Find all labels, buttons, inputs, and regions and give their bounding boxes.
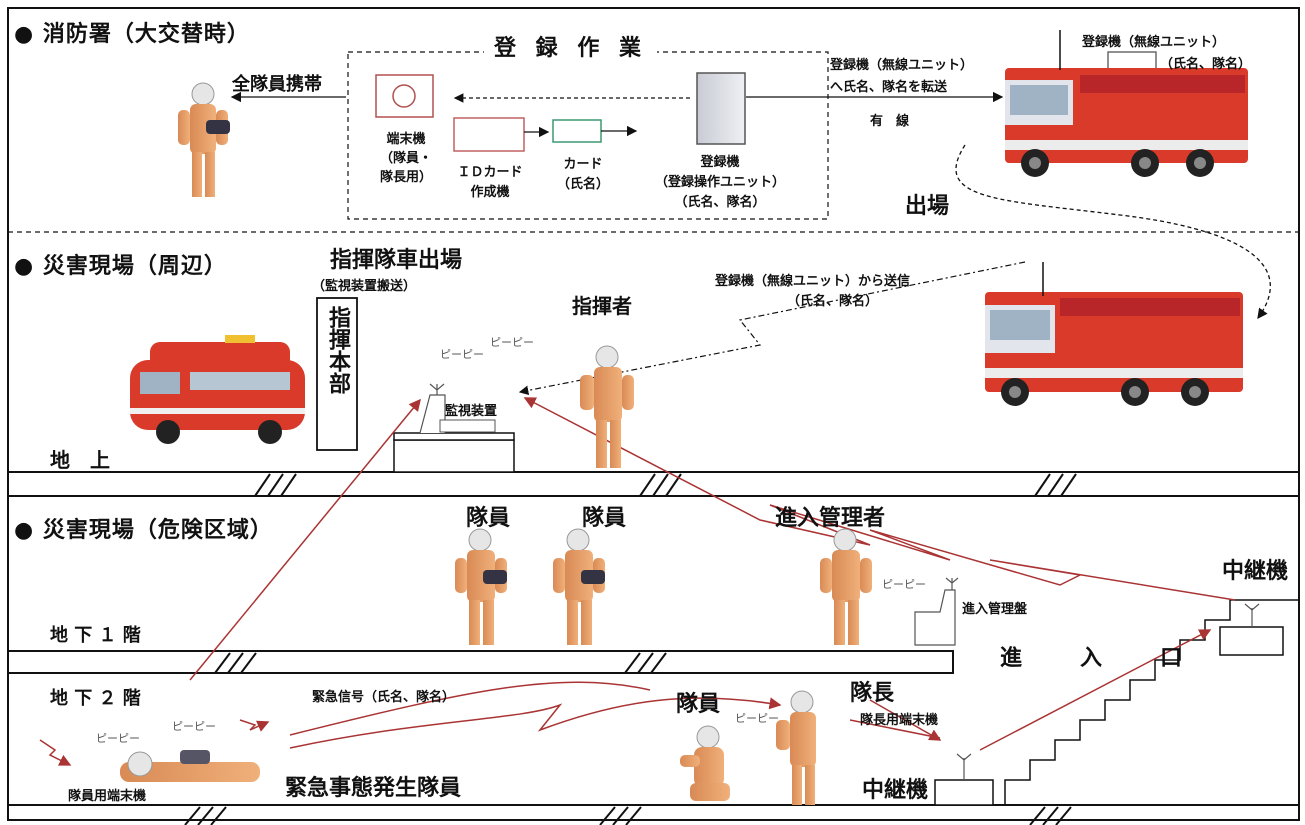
firefighter-member-1 (455, 528, 507, 645)
section-surface: ● 災害現場（周辺） (14, 254, 227, 279)
transfer-label-line1: 登録機（無線ユニット） (830, 58, 974, 73)
id-card (552, 119, 602, 143)
card-label-line1: カード (563, 157, 603, 172)
beep-label-leader: ピーピー (735, 712, 779, 725)
beep-label-down-1: ピーピー (96, 732, 140, 745)
command-hq-label: 指揮本部 (325, 306, 350, 394)
section-fire-station: ● 消防署（大交替時） (14, 22, 250, 47)
wired-label: 有 線 (870, 114, 910, 129)
id-maker-label-line2: 作成機 (470, 185, 510, 200)
truck-unit-label: 登録機（無線ユニット） （氏名、隊名） (1082, 32, 1251, 76)
reg-unit-label-line2: （登録操作ユニット） (654, 175, 785, 190)
card-label: カード （氏名） (548, 155, 618, 195)
firefighter-leader (776, 690, 816, 805)
firefighter-commander (580, 345, 634, 468)
registration-box (347, 51, 829, 220)
entry-control-board (914, 577, 959, 646)
ground-hatch (254, 473, 1077, 497)
dispatch-label: 出場 (905, 194, 950, 219)
member-label-2: 隊員 (582, 506, 627, 531)
ground-slab (7, 471, 1300, 497)
relay-top-label: 中継機 (1222, 559, 1289, 584)
firefighter-member-2 (553, 528, 605, 645)
registration-operation-unit (696, 72, 746, 145)
relay-top-device (1219, 603, 1284, 656)
firefighter-down (120, 750, 260, 782)
leader-label: 隊長 (850, 681, 895, 706)
fire-truck-site (985, 262, 1243, 406)
terminal-device (375, 74, 434, 118)
reg-unit-label-line3: （氏名、隊名） (674, 195, 766, 210)
emergency-signal-label: 緊急信号（氏名、隊名） (312, 690, 456, 705)
relay-bottom-device (934, 753, 994, 806)
send-label-line1: 登録機（無線ユニット）から送信 (715, 274, 911, 289)
firefighter-crouching (680, 725, 730, 801)
send-label-line2: （氏名、隊名） (787, 294, 879, 309)
transfer-label: 登録機（無線ユニット） へ氏名、隊名を転送 (830, 55, 973, 99)
truck-to-monitor-signal (518, 261, 1026, 396)
b2-hatch (184, 806, 1072, 825)
staircase (1004, 599, 1299, 805)
id-maker-label-line1: ＩＤカード (457, 165, 523, 180)
section-danger: ● 災害現場（危険区域） (14, 518, 273, 543)
entry-board-label: 進入管理盤 (962, 602, 1028, 617)
command-hq-box (316, 297, 358, 451)
registration-work-title: 登 録 作 業 (484, 30, 657, 62)
b1-hatch (214, 652, 667, 674)
section-danger-label: 災害現場（危険区域） (42, 518, 273, 543)
signal-arrows (189, 397, 1236, 751)
outer-frame (7, 7, 1300, 821)
firefighter-station (178, 82, 230, 197)
commander-label: 指揮者 (572, 294, 632, 318)
beep-label-2: ピーピー (490, 336, 534, 349)
member-label-1: 隊員 (466, 506, 511, 531)
reg-unit-label-line1: 登録機 (700, 155, 740, 170)
b1-slab (7, 650, 954, 674)
leader-terminal-label: 隊長用端末機 (860, 713, 939, 728)
beep-label-down-2: ピーピー (172, 720, 216, 733)
id-maker-label: ＩＤカード 作成機 (440, 163, 540, 203)
beep-label-1: ピーピー (440, 348, 484, 361)
id-card-maker (453, 117, 525, 152)
beep-label-manager: ピーピー (882, 578, 926, 591)
section-fire-station-label: 消防署（大交替時） (42, 22, 250, 47)
emergency-member-label: 緊急事態発生隊員 (285, 776, 462, 801)
terminal-label-line1: 端末機 (386, 132, 426, 147)
card-label-line2: （氏名） (556, 177, 609, 192)
member-label-3: 隊員 (676, 692, 721, 717)
truck-unit-label-line2: （氏名、隊名） (1160, 57, 1252, 72)
entry-manager-label: 進入管理者 (775, 506, 886, 531)
dispatch-arrow (955, 144, 1271, 320)
monitor-transport-label: （監視装置搬送） (312, 279, 417, 294)
monitor-device (393, 383, 515, 473)
firefighter-entry-manager (820, 528, 872, 645)
reg-unit-label: 登録機 （登録操作ユニット） （氏名、隊名） (630, 153, 810, 213)
b1-label: 地 下 １ 階 (50, 625, 141, 646)
relay-bottom-label: 中継機 (862, 778, 929, 803)
command-dispatch-label: 指揮隊車出場 (330, 248, 463, 273)
ground-label: 地 上 (50, 448, 110, 472)
monitor-label: 監視装置 (445, 404, 498, 419)
terminal-label: 端末機 （隊員・ 隊長用） (366, 130, 446, 187)
b2-label: 地 下 ２ 階 (50, 688, 141, 709)
send-label: 登録機（無線ユニット）から送信 （氏名、隊名） (715, 272, 910, 312)
truck-unit-label-line1: 登録機（無線ユニット） (1082, 35, 1226, 50)
carry-all-label: 全隊員携帯 (232, 74, 322, 95)
entrance-label: 進 入 口 (1000, 646, 1201, 671)
command-van (130, 335, 305, 444)
terminal-label-line2: （隊員・ (379, 151, 432, 166)
fire-truck-station (1005, 30, 1248, 177)
member-terminal-label: 隊員用端末機 (68, 789, 147, 804)
terminal-label-line3: 隊長用） (379, 170, 432, 185)
section-surface-label: 災害現場（周辺） (42, 254, 227, 279)
transfer-label-line2: へ氏名、隊名を転送 (830, 80, 948, 95)
